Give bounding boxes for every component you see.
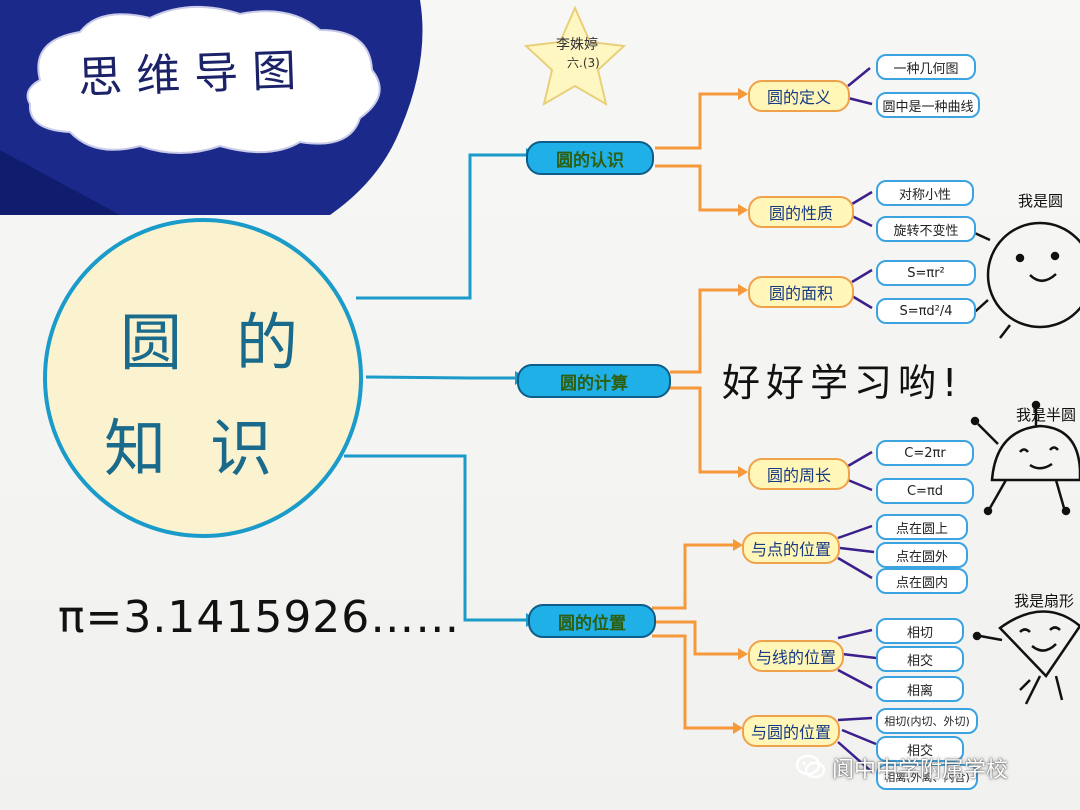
sub-node-definition: 圆的定义 (748, 80, 850, 112)
semicircle-character (970, 400, 1080, 516)
leaf-item: 对称小性 (876, 180, 974, 206)
leaf-item: 相切 (876, 618, 964, 644)
leaf-item: 点在圆上 (876, 514, 968, 540)
leaf-item: 相离(外离、内含) (876, 764, 978, 790)
sub-node-properties: 圆的性质 (748, 196, 854, 228)
title-cloud (26, 5, 381, 154)
sub-node-point-position: 与点的位置 (742, 532, 840, 564)
leaf-item: 点在圆外 (876, 542, 968, 568)
leaf-item: 圆中是一种曲线 (876, 92, 980, 118)
main-connectors (344, 153, 526, 622)
leaf-item: C=πd (876, 478, 974, 504)
sub-node-circumference: 圆的周长 (748, 458, 850, 490)
center-circle (43, 218, 363, 538)
leaf-item: 一种几何图 (876, 54, 976, 80)
sub-node-line-position: 与线的位置 (748, 640, 844, 672)
leaf-item: 点在圆内 (876, 568, 968, 594)
star-shape (523, 5, 627, 107)
sub-connectors (652, 92, 740, 730)
branch-node-recognition: 圆的认识 (526, 141, 654, 175)
character-label-semicircle: 我是半圆 (1016, 406, 1077, 424)
pi-value: π=3.1415926…… (58, 592, 461, 643)
branch-node-calculation: 圆的计算 (517, 364, 671, 398)
leaf-item: 相交 (876, 736, 964, 762)
wechat-icon (796, 754, 826, 779)
author-name: 李姝婷 (556, 37, 598, 53)
leaf-item: 相交 (876, 646, 964, 672)
sub-node-circle-position: 与圆的位置 (742, 715, 840, 747)
circle-character (967, 221, 1080, 339)
center-topic-line2: 知识 (104, 412, 317, 485)
sector-character (972, 610, 1080, 705)
leaf-item: 相离 (876, 676, 964, 702)
leaf-item: 旋转不变性 (876, 216, 976, 242)
poster-title: 思维导图 (77, 44, 311, 105)
center-topic-line1: 圆的 (120, 306, 353, 379)
watermark-text: 阆中中学附属学校 (832, 758, 1009, 783)
character-label-circle: 我是圆 (1018, 192, 1064, 210)
leaf-item: S=πr² (876, 260, 976, 286)
branch-node-position: 圆的位置 (528, 604, 656, 638)
leaf-item: 相切(内切、外切) (876, 708, 978, 734)
sub-node-area: 圆的面积 (748, 276, 854, 308)
leaf-item: S=πd²/4 (876, 298, 976, 324)
slogan: 好好学习哟! (722, 361, 964, 405)
character-label-sector: 我是扇形 (1014, 592, 1075, 610)
leaf-item: C=2πr (876, 440, 974, 466)
leaf-arrows (837, 67, 877, 773)
author-class: 六.(3) (567, 56, 600, 70)
